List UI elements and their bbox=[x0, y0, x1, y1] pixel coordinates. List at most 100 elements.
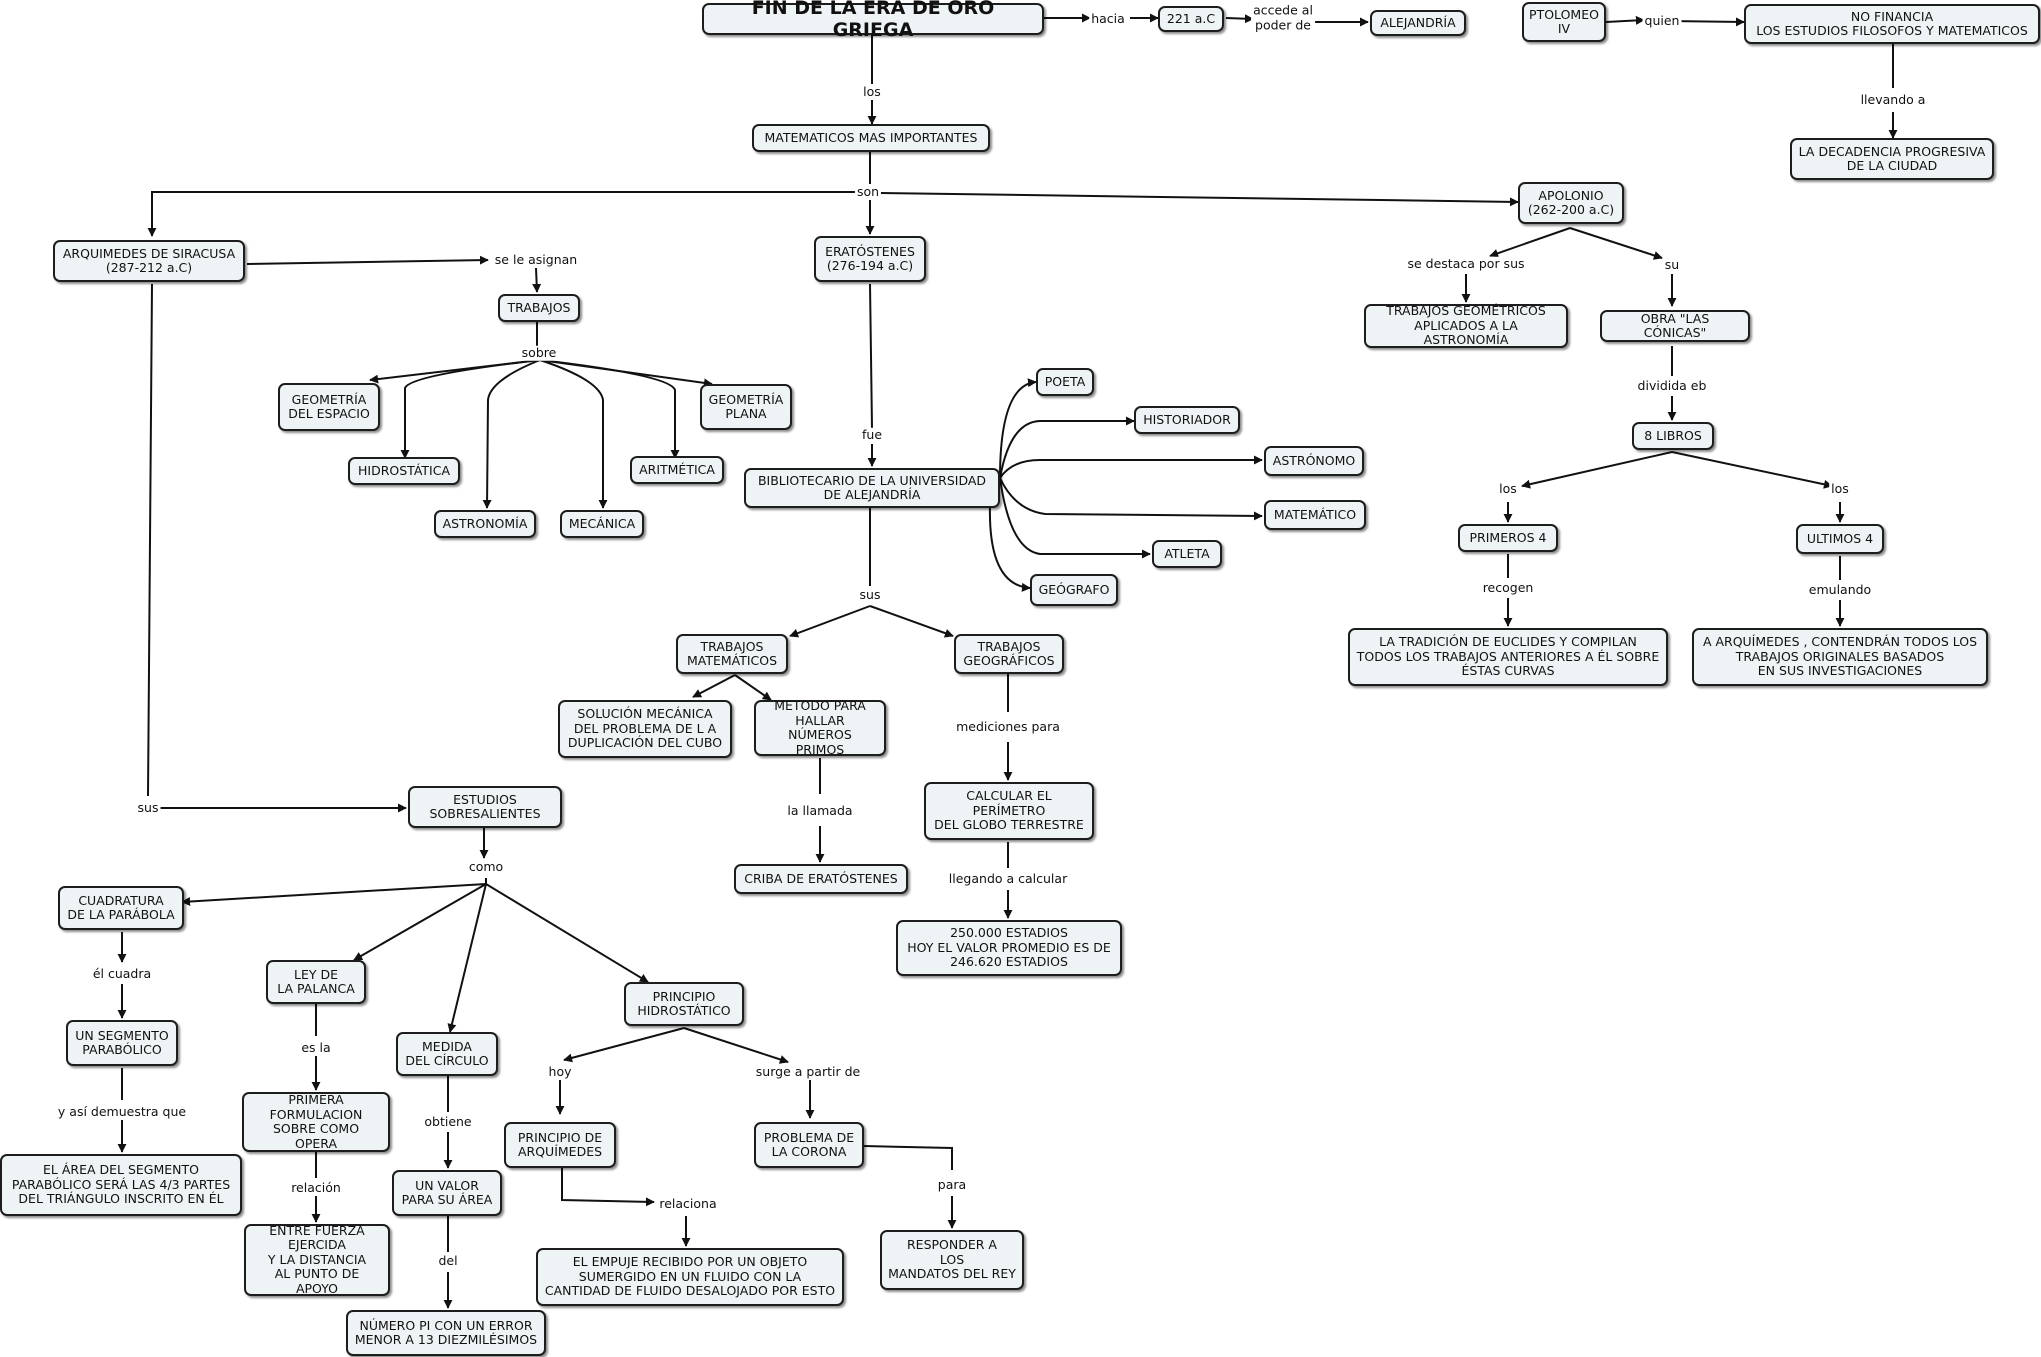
node-decadencia: LA DECADENCIA PROGRESIVA DE LA CIUDAD bbox=[1790, 138, 1994, 180]
edge bbox=[482, 359, 541, 509]
edge bbox=[999, 477, 1151, 559]
edge bbox=[1521, 451, 1673, 489]
edge bbox=[147, 283, 153, 797]
node-astronomia: ASTRONOMÍA bbox=[434, 510, 536, 538]
link-el-cuadra: él cuadra bbox=[90, 965, 154, 982]
edge bbox=[692, 674, 736, 698]
edge bbox=[485, 883, 649, 983]
node-historiador: HISTORIADOR bbox=[1134, 406, 1240, 434]
edge bbox=[539, 359, 713, 388]
node-bibliotecario: BIBLIOTECARIO DE LA UNIVERSIDAD DE ALEJA… bbox=[744, 468, 1000, 508]
node-matematicos: MATEMATICOS MAS IMPORTANTES bbox=[752, 124, 990, 152]
node-criba: CRIBA DE ERATÓSTENES bbox=[734, 864, 908, 894]
edge bbox=[147, 191, 860, 237]
link-recogen: recogen bbox=[1480, 579, 1536, 596]
edge bbox=[683, 1027, 789, 1064]
link-hacia: hacia bbox=[1089, 10, 1127, 27]
node-cuadratura: CUADRATURA DE LA PARÁBOLA bbox=[58, 886, 184, 930]
edge bbox=[869, 283, 873, 429]
link-relaciona: relaciona bbox=[657, 1195, 719, 1212]
node-metodo: METODO PARA HALLAR NÚMEROS PRIMOS bbox=[754, 698, 886, 756]
link-relacion: relación bbox=[289, 1179, 343, 1196]
node-matematico: MATEMÁTICO bbox=[1264, 500, 1366, 530]
node-poeta: POETA bbox=[1036, 368, 1094, 396]
link-su: su bbox=[1662, 256, 1682, 273]
edge bbox=[353, 883, 487, 961]
node-alejandria: ALEJANDRÍA bbox=[1370, 10, 1466, 36]
edge bbox=[561, 1168, 655, 1207]
link-quien: quien bbox=[1642, 12, 1682, 29]
edge bbox=[1671, 451, 1833, 489]
edge bbox=[1489, 227, 1571, 258]
edge bbox=[246, 255, 489, 265]
link-para: para bbox=[935, 1176, 969, 1193]
node-221: 221 a.C bbox=[1158, 6, 1224, 32]
edge bbox=[879, 192, 1519, 207]
node-arquimedes: ARQUIMEDES DE SIRACUSA (287-212 a.C) bbox=[53, 240, 245, 282]
edge bbox=[1225, 14, 1254, 24]
node-responder: RESPONDER A LOS MANDATOS DEL REY bbox=[880, 1230, 1024, 1290]
link-sus-erat: sus bbox=[857, 586, 883, 603]
link-hoy: hoy bbox=[546, 1063, 574, 1080]
link-accede: accede al poder de bbox=[1251, 2, 1315, 33]
node-calcular-perimetro: CALCULAR EL PERÍMETRO DEL GLOBO TERRESTR… bbox=[924, 782, 1094, 840]
link-los-right: los bbox=[1829, 480, 1851, 497]
node-atleta: ATLETA bbox=[1152, 540, 1222, 568]
node-fin-era: FIN DE LA ERA DE ORO GRIEGA bbox=[702, 0, 1044, 41]
link-es-la: es la bbox=[299, 1039, 333, 1056]
edge bbox=[869, 605, 954, 638]
link-fue: fue bbox=[859, 426, 885, 443]
edge bbox=[532, 267, 542, 293]
link-se-le-asignan: se le asignan bbox=[492, 251, 580, 268]
link-emulando: emulando bbox=[1806, 581, 1874, 598]
node-empuje: EL EMPUJE RECIBIDO POR UN OBJETO SUMERGI… bbox=[536, 1248, 844, 1306]
edge bbox=[863, 1145, 953, 1170]
node-ley-palanca: LEY DE LA PALANCA bbox=[266, 960, 366, 1004]
link-llegando: llegando a calcular bbox=[946, 870, 1070, 887]
edge bbox=[999, 455, 1263, 479]
node-no-financia: NO FINANCIA LOS ESTUDIOS FILOSOFOS Y MAT… bbox=[1744, 4, 2040, 44]
node-hidrostatica: HIDROSTÁTICA bbox=[348, 457, 460, 485]
node-solucion-mecanica: SOLUCIÓN MECÁNICA DEL PROBLEMA DE L A DU… bbox=[558, 700, 732, 758]
edge bbox=[999, 416, 1135, 479]
node-trabajos-matematicos: TRABAJOS MATEMÁTICOS bbox=[676, 634, 788, 674]
node-principio-arq: PRINCIPIO DE ARQUÍMEDES bbox=[504, 1122, 616, 1168]
link-la-llamada: la llamada bbox=[785, 802, 855, 819]
edge bbox=[999, 378, 1037, 479]
link-dividida: dividida eb bbox=[1635, 377, 1709, 394]
edge bbox=[1605, 15, 1645, 25]
link-se-destaca: se destaca por sus bbox=[1405, 255, 1527, 272]
link-mediciones-para: mediciones para bbox=[954, 718, 1062, 735]
node-eratostenes: ERATÓSTENES (276-194 a.C) bbox=[814, 236, 926, 282]
node-aritmetica: ARITMÉTICA bbox=[630, 456, 724, 484]
node-ocho-libros: 8 LIBROS bbox=[1632, 422, 1714, 450]
node-geografo: GEÓGRAFO bbox=[1030, 574, 1118, 606]
edge bbox=[400, 359, 541, 459]
edge bbox=[789, 605, 871, 638]
link-como: como bbox=[466, 858, 506, 875]
link-los-left: los bbox=[1497, 480, 1519, 497]
edge bbox=[988, 504, 1031, 592]
link-llevando-a: llevando a bbox=[1858, 91, 1928, 108]
node-segmento: UN SEGMENTO PARABÓLICO bbox=[66, 1020, 178, 1066]
edge bbox=[999, 477, 1263, 521]
node-emulando-arq: A ARQUÍMEDES , CONTENDRÁN TODOS LOS TRAB… bbox=[1692, 628, 1988, 686]
link-sobre: sobre bbox=[519, 344, 559, 361]
node-principio-hidro: PRINCIPIO HIDROSTÁTICO bbox=[624, 982, 744, 1026]
link-obtiene: obtiene bbox=[422, 1113, 474, 1130]
node-problema-corona: PROBLEMA DE LA CORONA bbox=[754, 1122, 864, 1168]
link-los-top: los bbox=[861, 83, 883, 100]
node-area-segmento: EL ÁREA DEL SEGMENTO PARABÓLICO SERÁ LAS… bbox=[0, 1154, 242, 1216]
node-primera-formulacion: PRIMERA FORMULACION SOBRE COMO OPERA bbox=[242, 1092, 390, 1152]
link-son: son bbox=[854, 183, 882, 200]
node-ultimos4: ULTIMOS 4 bbox=[1796, 524, 1884, 554]
edge bbox=[734, 674, 772, 701]
node-numero-pi: NÚMERO PI CON UN ERROR MENOR A 13 DIEZMI… bbox=[346, 1310, 546, 1356]
link-sus-arq: sus bbox=[135, 799, 161, 816]
edge bbox=[447, 883, 487, 1033]
node-astronomo: ASTRÓNOMO bbox=[1264, 446, 1364, 476]
link-del: del bbox=[436, 1252, 460, 1269]
edge bbox=[563, 1027, 685, 1063]
node-conicas: OBRA "LAS CÓNICAS" bbox=[1600, 310, 1750, 342]
